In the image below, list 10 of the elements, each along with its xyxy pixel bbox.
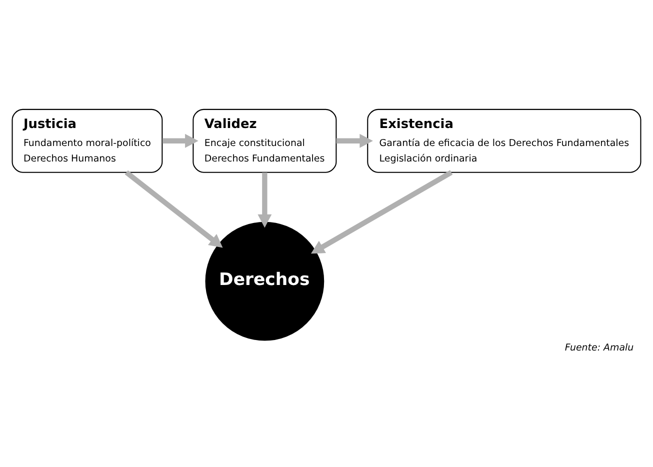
arrow	[336, 134, 373, 148]
arrow	[162, 134, 198, 148]
node-box: Justicia Fundamento moral-político Derechos Humanos	[12, 108, 163, 173]
arrow	[258, 172, 272, 228]
node-box: Existencia Garantía de eficacia de los Derechos Fundamentales Legislación ordinaria	[367, 108, 642, 173]
arrow	[310, 170, 453, 254]
caption: Fuente: Amalu	[564, 342, 634, 354]
arrow	[124, 170, 223, 248]
node-box: Validez Encaje constitucional Derechos Fundamentales	[192, 108, 337, 173]
node-circle: Derechos	[205, 222, 324, 341]
